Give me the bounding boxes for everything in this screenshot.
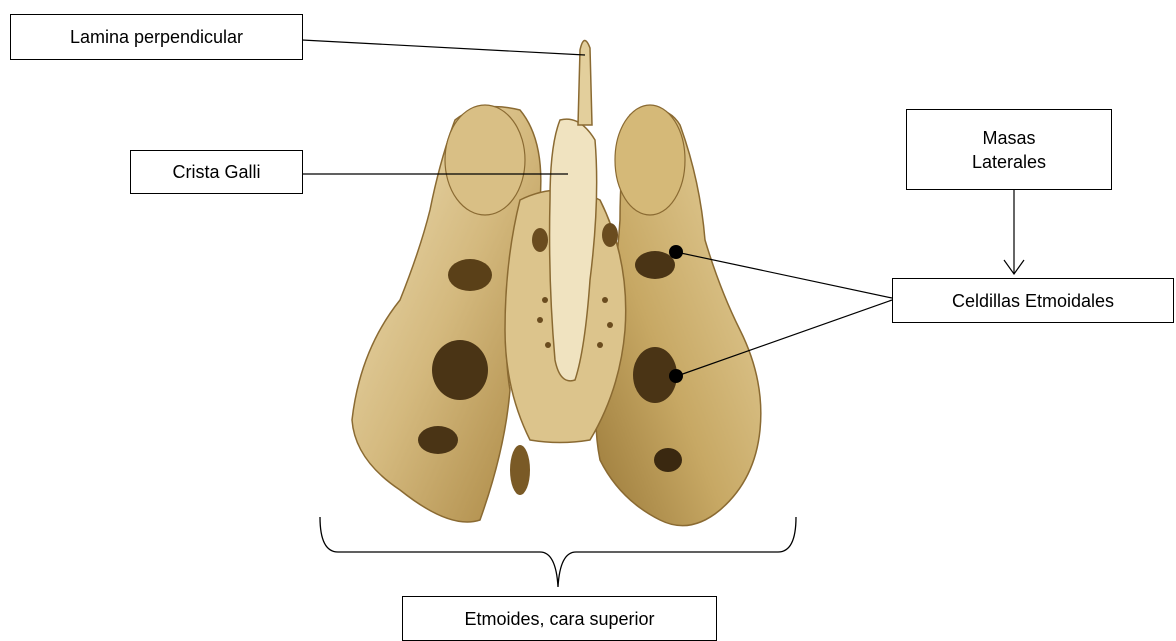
label-text: Etmoides, cara superior [464,607,654,631]
label-text: Lamina perpendicular [70,25,243,49]
label-text-line-2: Laterales [972,150,1046,174]
right-upper-bulge [615,105,685,215]
label-masas-laterales: Masas Laterales [906,109,1112,190]
cavity [602,223,618,247]
foramen [537,317,543,323]
foramen [545,342,551,348]
foramen [602,297,608,303]
left-upper-bulge [445,105,525,215]
foramen [607,322,613,328]
cavity [635,251,675,279]
cavity [448,259,492,291]
label-text-line-1: Masas [982,126,1035,150]
foramen [597,342,603,348]
label-lamina-perpendicular: Lamina perpendicular [10,14,303,60]
perpendicular-plate-shape [578,40,592,125]
cavity [418,426,458,454]
lamina-leader-line [302,40,585,55]
celdilla-marker-dot [669,245,683,259]
brace-icon [320,517,796,587]
cavity [532,228,548,252]
label-crista-galli: Crista Galli [130,150,303,194]
foramen [542,297,548,303]
cavity [432,340,488,400]
label-celdillas-etmoidales: Celdillas Etmoidales [892,278,1174,323]
ethmoid-bone-illustration [352,40,761,525]
celdilla-marker-dot [669,369,683,383]
label-text: Crista Galli [172,160,260,184]
label-text: Celdillas Etmoidales [952,289,1114,313]
cavity [510,445,530,495]
cavity [654,448,682,472]
label-etmoides-cara-superior: Etmoides, cara superior [402,596,717,641]
